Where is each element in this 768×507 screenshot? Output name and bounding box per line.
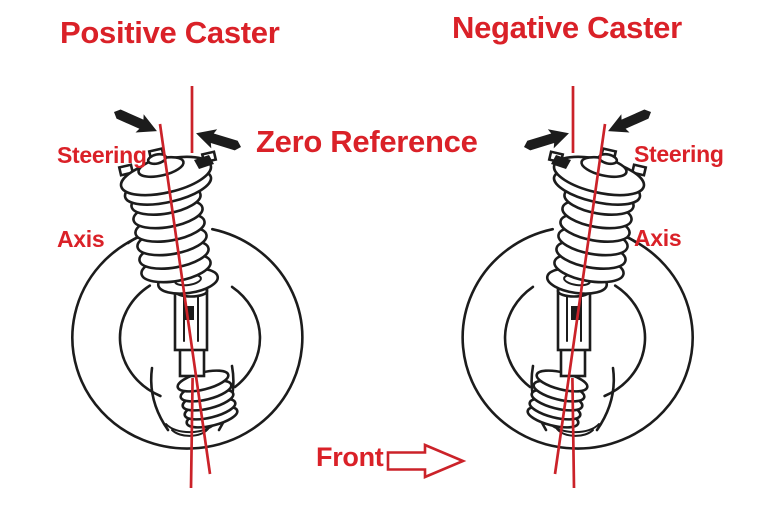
coil-spring xyxy=(553,185,635,284)
knuckle-stack xyxy=(176,369,239,429)
mount-notch xyxy=(194,155,214,169)
steering-axis-label-right: Steering Axis xyxy=(634,84,724,308)
steering-axis-line xyxy=(553,123,607,475)
zero-reference-line xyxy=(189,86,194,489)
negative-caster-title: Negative Caster xyxy=(452,10,682,45)
steering-axis-label-right-line1: Steering xyxy=(634,141,724,167)
steering-axis-line xyxy=(158,123,212,475)
piston-pin xyxy=(571,306,580,320)
steering-axis-label-left: Steering Axis xyxy=(57,85,147,309)
steering-axis-label-left-line2: Axis xyxy=(57,226,105,252)
zero-reference-arrow-icon xyxy=(524,129,569,151)
strut-tube xyxy=(556,284,592,378)
negative-caster-figure xyxy=(461,86,694,489)
rim-outline xyxy=(118,284,262,398)
strut-assembly xyxy=(526,146,648,437)
zero-reference-arrow-icon xyxy=(196,129,241,151)
tire-outline xyxy=(461,227,694,450)
steering-axis-arrow-icon xyxy=(608,109,651,133)
mount-notch xyxy=(551,155,571,169)
strut-tube xyxy=(173,284,209,378)
tire-outline-dash xyxy=(627,236,639,245)
piston-pin xyxy=(185,306,194,320)
tire-outline-dash xyxy=(126,236,138,245)
positive-caster-figure xyxy=(71,86,304,489)
rim-outline xyxy=(503,284,647,398)
steering-axis-label-right-line2: Axis xyxy=(634,225,682,251)
zero-reference-label: Zero Reference xyxy=(256,124,478,159)
front-label: Front xyxy=(316,442,384,472)
zero-reference-line xyxy=(571,86,576,489)
positive-caster-title: Positive Caster xyxy=(60,15,280,50)
strut-top-mount xyxy=(547,146,648,206)
steering-axis-label-left-line1: Steering xyxy=(57,142,147,168)
steering-axis-arrow-icon xyxy=(114,109,157,133)
front-arrow-icon xyxy=(386,443,467,479)
tire-outline xyxy=(71,227,304,450)
